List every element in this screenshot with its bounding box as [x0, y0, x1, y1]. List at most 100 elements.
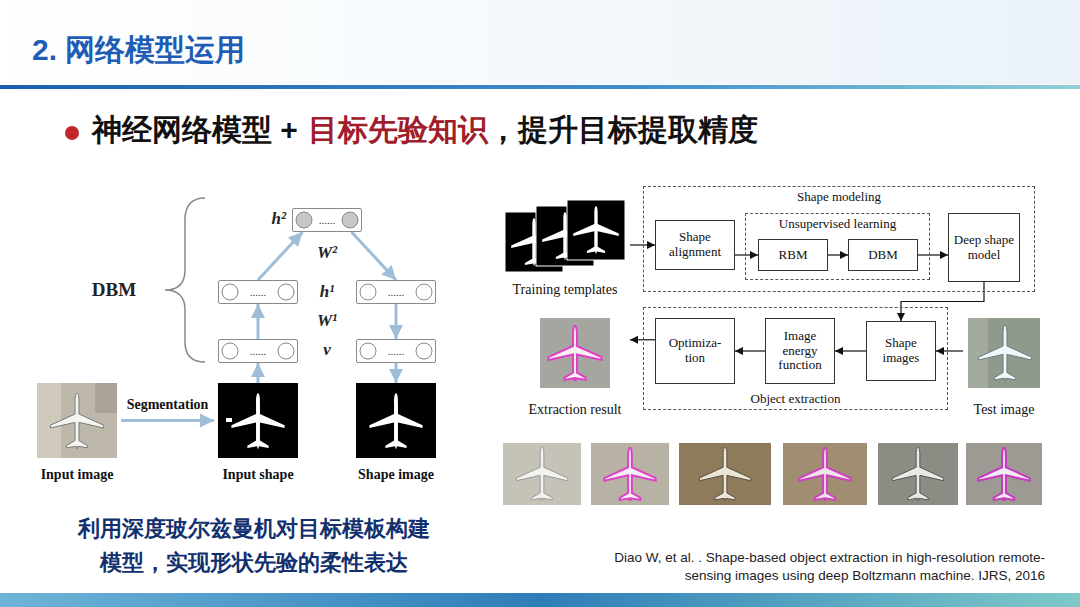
extracted-airplane — [978, 447, 1029, 500]
connector-arrow — [936, 350, 963, 351]
bullet-highlight: 目标先验知识 — [308, 112, 488, 148]
bullet-text: 神经网络模型 + — [92, 112, 298, 148]
process-box: Shape alignment — [655, 220, 735, 270]
result-photo — [679, 443, 771, 505]
edge-label: Segmentation — [125, 397, 211, 414]
result-photo — [966, 443, 1042, 505]
box-label: Optimiza- tion — [660, 336, 730, 366]
neuron-circle — [278, 343, 294, 359]
connector-arrow — [901, 282, 984, 321]
group-box: Shape alignmentRBM DBM Unsupervised learni… — [643, 186, 1035, 292]
segmentation-noise — [226, 418, 232, 422]
group-heading: Unsupervised learning — [779, 216, 896, 232]
unit-layer: ...... — [218, 339, 298, 363]
connector-arrow — [835, 350, 866, 351]
flow-arrow — [352, 232, 397, 280]
unit-layer: ...... — [356, 280, 436, 304]
image-panel: Input shape — [214, 383, 302, 483]
process-box: Image energy function — [765, 318, 835, 384]
result-photo — [878, 443, 958, 505]
flow-arrow — [257, 304, 260, 339]
header-ground — [0, 0, 1080, 84]
group-box: Shape images Image energy function Optimiz… — [643, 307, 948, 410]
result-photo — [783, 443, 867, 505]
extracted-airplane — [799, 447, 850, 500]
reference-text: Diao W, et al. . Shape-based object extr… — [605, 549, 1045, 584]
image-panel: Training templates — [500, 198, 630, 298]
airplane — [699, 447, 750, 500]
segmentation-gap — [244, 408, 254, 413]
aerial-photo — [95, 383, 117, 413]
unit-dots: ...... — [388, 346, 405, 357]
connector-arrow — [735, 350, 765, 351]
box-label: DBM — [868, 248, 898, 263]
neuron-circle — [416, 284, 432, 300]
image-panel: Input image — [33, 383, 121, 483]
segmentation-gap — [262, 430, 270, 436]
airplane — [50, 393, 103, 448]
airplane — [516, 447, 567, 500]
image-caption: Test image — [974, 401, 1035, 419]
note-text: 利用深度玻尔兹曼机对目标模板构建模型，实现形状先验的柔性表达 — [68, 512, 440, 580]
connector-arrow — [735, 254, 758, 255]
neuron-circle — [342, 212, 358, 228]
aerial-photo — [968, 318, 1040, 388]
weight-label: W² — [305, 243, 349, 263]
process-box: Optimiza- tion — [655, 318, 735, 384]
neuron-circle — [360, 284, 376, 300]
image-panel: Test image — [963, 318, 1045, 418]
group-heading: Shape modeling — [797, 189, 881, 205]
airplane — [978, 325, 1031, 380]
airplane-silhouette — [231, 393, 284, 448]
unit-dots: ...... — [388, 287, 405, 298]
flow-arrow — [395, 304, 398, 339]
image-caption: Extraction result — [529, 401, 622, 419]
group-heading: Object extraction — [751, 391, 841, 407]
box-label: RBM — [779, 248, 808, 263]
image-caption: Input image — [41, 466, 114, 484]
extracted-airplane — [548, 325, 601, 380]
airplane-silhouette — [369, 393, 422, 448]
bullet-text: ，提升目标提取精度 — [488, 112, 758, 148]
bullet-dot — [65, 126, 79, 140]
binary-shape — [218, 383, 298, 458]
airplane-silhouette — [573, 206, 619, 254]
binary-shape — [356, 383, 436, 458]
unit-layer: ...... — [218, 280, 298, 304]
connector-arrow — [918, 254, 948, 255]
unit-dots: ...... — [250, 287, 267, 298]
slide-title: 2. 网络模型运用 — [32, 32, 245, 68]
bullet-line: 神经网络模型 + 目标先验知识，提升目标提取精度 — [92, 112, 758, 148]
unit-dots: ...... — [319, 215, 336, 226]
aerial-photo — [968, 318, 988, 388]
aerial-photo — [37, 383, 61, 458]
unit-layer: ...... — [356, 339, 436, 363]
layer-label: v — [305, 340, 349, 360]
group-box: RBM DBM Unsupervised learning — [745, 213, 930, 280]
image-caption: Training templates — [513, 281, 618, 299]
aerial-photo — [37, 383, 117, 458]
neuron-circle — [360, 343, 376, 359]
unit-dots: ...... — [250, 346, 267, 357]
box-label: Shape images — [871, 336, 931, 366]
flow-arrow — [395, 363, 398, 383]
footer-band — [0, 593, 1080, 607]
box-label: Shape alignment — [660, 230, 730, 260]
extracted-airplane — [604, 447, 655, 500]
unit-layer: ...... — [292, 208, 362, 232]
neuron-circle — [278, 284, 294, 300]
airplane — [892, 447, 943, 500]
flow-arrow — [257, 363, 260, 383]
process-box: Shape images — [866, 321, 936, 381]
template-tile — [567, 200, 625, 260]
image-caption: Input shape — [222, 466, 293, 484]
layer-label: h¹ — [305, 282, 349, 302]
result-photo — [503, 443, 581, 505]
image-caption: Shape image — [358, 466, 434, 484]
aerial-photo — [540, 318, 610, 388]
